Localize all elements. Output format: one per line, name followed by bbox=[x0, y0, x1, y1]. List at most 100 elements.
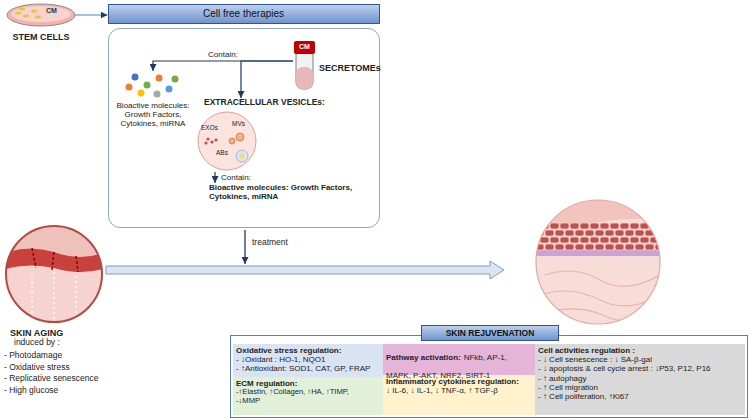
effect-box: Inflammatory cytokines regulation:↓ IL-6… bbox=[383, 375, 535, 415]
node-heading: Inflammatory cytokines regulation: bbox=[386, 377, 532, 386]
node-heading: Bioactive molecules: Growth Factors, Cyt… bbox=[209, 183, 359, 201]
drawing-part bbox=[236, 133, 244, 141]
drawing-part bbox=[6, 226, 102, 322]
node-text: - ↑ Cell poliferation, ↑Ki67 bbox=[538, 392, 742, 401]
skin-rejuvenation-box: SKIN REJUVENATIONOxidative stress regula… bbox=[230, 335, 748, 418]
drawing-part bbox=[605, 244, 614, 250]
drawing-part bbox=[565, 244, 574, 250]
drawing-part bbox=[32, 248, 78, 272]
rejuvenated-skin bbox=[530, 195, 684, 335]
bioactive-molecules-shape bbox=[113, 71, 193, 99]
node-text: ↓ IL-6, ↓ IL-1, ↓ TNF-α, ↑ TGF-β bbox=[386, 386, 532, 395]
node-heading: Pathway activation: bbox=[386, 353, 461, 362]
drawing-part bbox=[31, 10, 37, 13]
drawing-part bbox=[535, 244, 544, 250]
drawing-part bbox=[240, 154, 245, 159]
drawing-part bbox=[204, 141, 207, 144]
connector-arrow bbox=[75, 14, 108, 15]
drawing-part bbox=[595, 244, 604, 250]
node-text: - Replicative senescence bbox=[2, 373, 114, 384]
drawing-part bbox=[670, 237, 679, 243]
extracellular-vesicles: EXTRACELLULAR VESICLEs:EXOsMVsABs bbox=[196, 98, 341, 172]
drawing-part bbox=[635, 244, 644, 250]
node-heading: Bioactive molecules: Growth Factors, Cyt… bbox=[113, 101, 193, 129]
drawing-part bbox=[296, 67, 313, 89]
drawing-part bbox=[138, 90, 145, 97]
drawing-part bbox=[620, 237, 629, 243]
drawing-part bbox=[625, 244, 634, 250]
drawing-part bbox=[530, 250, 670, 256]
drawing-part bbox=[645, 244, 654, 250]
connector-arrow bbox=[153, 61, 293, 71]
drawing-part bbox=[198, 112, 256, 170]
drawing-part bbox=[126, 84, 133, 91]
drawing-part bbox=[236, 150, 248, 162]
drawing-part bbox=[132, 74, 139, 81]
drawing-part bbox=[595, 230, 604, 236]
drawing-part bbox=[555, 230, 564, 236]
skin-aging: SKIN AGINGinduced by :- Photodamage- Oxi… bbox=[2, 222, 114, 412]
drawing-part bbox=[545, 244, 554, 250]
drawing-part bbox=[640, 237, 649, 243]
drawing-part bbox=[650, 223, 659, 229]
node-text: MVs bbox=[232, 120, 245, 127]
drawing-part bbox=[530, 195, 670, 335]
drawing-part bbox=[15, 12, 21, 15]
drawing-part bbox=[550, 237, 559, 243]
effect-box: ECM regulation:-↑Elastin, ↑Collagen, ↑HA… bbox=[233, 377, 383, 415]
drawing-part bbox=[665, 244, 674, 250]
drawing-part bbox=[580, 223, 589, 229]
drawing-part bbox=[675, 244, 684, 250]
drawing-part bbox=[536, 200, 660, 324]
drawing-part bbox=[565, 230, 574, 236]
node-text: EXOs bbox=[201, 124, 218, 131]
drawing-part bbox=[620, 223, 629, 229]
drawing-part bbox=[530, 223, 539, 229]
drawing-part bbox=[575, 230, 584, 236]
effect-box: Oxidative stress regulation:- ↓Oxidant :… bbox=[233, 344, 383, 377]
node-text: STEM CELLS bbox=[4, 32, 78, 42]
drawing-part bbox=[660, 237, 669, 243]
drawing-part bbox=[655, 244, 664, 250]
node-text: ABs bbox=[216, 149, 228, 156]
drawing-part bbox=[600, 223, 609, 229]
node-text: induced by : bbox=[2, 338, 114, 348]
node-heading: Cell free therapies bbox=[108, 4, 380, 24]
conditioned-medium-tube: CM SECRETOMEs bbox=[293, 41, 381, 93]
node-text: - ↑ Cell migration bbox=[538, 383, 742, 392]
treatment-arrow bbox=[106, 261, 504, 279]
drawing-part bbox=[660, 223, 669, 229]
bioactive-molecules: Bioactive molecules: Growth Factors, Cyt… bbox=[113, 71, 193, 129]
drawing-part bbox=[32, 272, 76, 322]
node-text: - ↓ apoptosis & cell cycle arrest : ↓P53… bbox=[538, 364, 742, 373]
drawing-part bbox=[560, 237, 569, 243]
drawing-part bbox=[670, 223, 679, 229]
drawing-part bbox=[2, 222, 106, 326]
node-heading: SKIN REJUVENATION bbox=[421, 325, 559, 341]
node-heading: CM bbox=[294, 43, 315, 51]
node-text: - ↑Antioxidant: SOD1, CAT, GP, FRAP bbox=[236, 364, 380, 373]
node-heading: Oxidative stress regulation: bbox=[236, 346, 380, 355]
drawing-part bbox=[530, 237, 539, 243]
drawing-part bbox=[570, 223, 579, 229]
node-text: -↑Elastin, ↑Collagen, ↑HA, ↑TIMP, bbox=[236, 388, 380, 397]
node-text: SECRETOMEs bbox=[319, 63, 381, 73]
node-text: - Photodamage bbox=[2, 350, 114, 361]
drawing-part bbox=[154, 91, 161, 98]
stem-cell-dish: CMSTEM CELLS bbox=[4, 2, 78, 46]
drawing-part bbox=[570, 237, 579, 243]
drawing-part bbox=[560, 223, 569, 229]
drawing-part bbox=[610, 237, 619, 243]
node-text: - Oxidative stress bbox=[2, 362, 114, 373]
drawing-part bbox=[610, 223, 619, 229]
drawing-part bbox=[605, 230, 614, 236]
drawing-part bbox=[206, 137, 209, 140]
drawing-part bbox=[550, 223, 559, 229]
drawing-part bbox=[580, 237, 589, 243]
node-heading: Cell activities regulation : bbox=[538, 346, 742, 355]
drawing-part bbox=[229, 138, 235, 144]
drawing-part bbox=[630, 223, 639, 229]
extracellular-vesicles-shape bbox=[196, 110, 260, 172]
drawing-part bbox=[630, 237, 639, 243]
